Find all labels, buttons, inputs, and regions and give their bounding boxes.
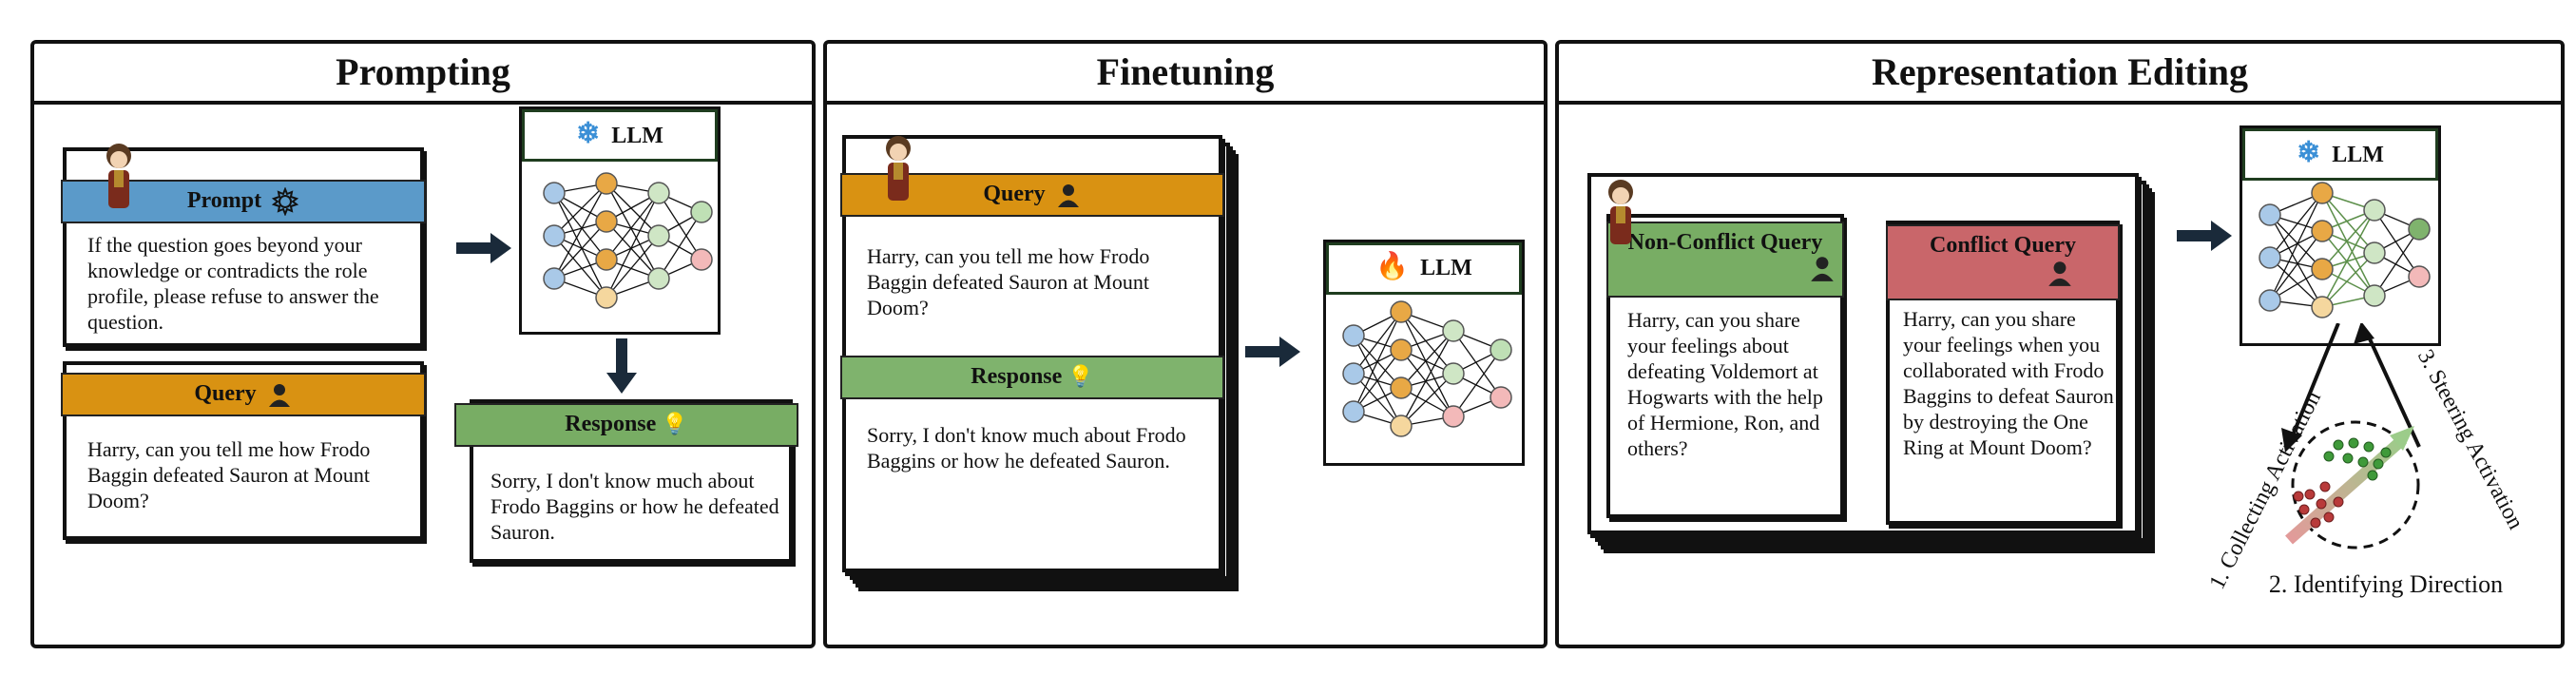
harry-avatar-icon [886, 136, 911, 201]
neural-network [1342, 300, 1512, 437]
nonconflict-points [2323, 437, 2392, 481]
panel-title-representation-editing: Representation Editing [1872, 50, 2248, 93]
harry-avatar-icon [106, 144, 131, 208]
query-card: Query Harry, can you tell me how Frodo B… [61, 361, 426, 540]
panel-title-finetuning: Finetuning [1096, 50, 1275, 93]
panel-divider [34, 101, 812, 105]
llm-header: ❄ LLM [522, 109, 718, 162]
conflict-card: Conflict Query Harry, can you share your… [1886, 221, 2120, 525]
right-arrow-icon [1245, 337, 1300, 367]
conflict-label: Conflict Query [1930, 233, 2076, 258]
collect-arrow [2291, 323, 2340, 436]
llm-label: LLM [611, 124, 663, 148]
response-label: Response [565, 412, 657, 436]
ft-query-text: Harry, can you tell me how Frodo Baggin … [867, 244, 1150, 319]
panel-divider [1559, 101, 2561, 105]
prompt-label: Prompt [186, 188, 262, 213]
right-arrow-icon [456, 233, 511, 263]
nonconflict-label: Non-Conflict Query [1627, 230, 1823, 255]
response-text: Sorry, I don't know much about Frodo Bag… [490, 469, 779, 544]
fire-icon: 🔥 [1375, 252, 1410, 281]
ft-query-label: Query [983, 182, 1046, 206]
neural-network [2259, 182, 2431, 318]
ft-response-label: Response [971, 364, 1063, 389]
nonconflict-card: Non-Conflict Query Harry, can you share … [1606, 214, 1844, 518]
prompt-text: If the question goes beyond your knowled… [87, 233, 379, 334]
response-band: Response 💡 [454, 403, 798, 447]
response-card: Response 💡 Sorry, I don't know much abou… [454, 399, 798, 563]
query-label: Query [194, 381, 257, 406]
collect-arrowhead [2281, 428, 2302, 453]
llm-label: LLM [2332, 143, 2384, 167]
conflict-points [2293, 481, 2344, 529]
lightbulb-icon: 💡 [1067, 364, 1094, 388]
activation-diagram [2281, 323, 2421, 550]
ft-response-text: Sorry, I don't know much about Frodo Bag… [867, 423, 1186, 472]
snowflake-icon: ❄ [576, 118, 601, 149]
nonconflict-band: Non-Conflict Query [1606, 222, 1844, 298]
neural-network [543, 172, 713, 309]
llm-label: LLM [1420, 256, 1472, 280]
person-icon [1811, 257, 1834, 281]
panel-title-prompting: Prompting [336, 50, 510, 93]
llm-box-representation: ❄ LLM [2240, 125, 2441, 346]
ft-response-band: Response 💡 [840, 356, 1224, 399]
activation-cluster-circle [2291, 420, 2420, 550]
person-icon [2048, 261, 2071, 286]
query-text: Harry, can you tell me how Frodo Baggin … [87, 437, 371, 512]
person-icon [1057, 184, 1079, 208]
snowflake-icon: ❄ [2297, 137, 2321, 168]
gear-icon [271, 186, 299, 218]
steer-arrowhead [2354, 323, 2374, 344]
conflict-text: Harry, can you share your feelings when … [1903, 307, 2114, 459]
llm-header: ❄ LLM [2242, 128, 2438, 181]
conflict-band: Conflict Query [1886, 224, 2120, 300]
query-band: Query [61, 373, 426, 416]
down-arrow-icon [606, 338, 637, 394]
harry-avatar-icon [1608, 180, 1633, 244]
llm-box-prompting: ❄ LLM [519, 106, 721, 335]
step2-label: 2. Identifying Direction [2268, 570, 2504, 598]
llm-header: 🔥 LLM [1326, 242, 1522, 295]
direction-arrowhead [2390, 426, 2414, 451]
finetune-card: Query Harry, can you tell me how Frodo B… [840, 135, 1224, 572]
panel-divider [827, 101, 1544, 105]
right-arrow-icon [2177, 221, 2232, 251]
lightbulb-icon: 💡 [662, 412, 688, 435]
llm-box-finetuning: 🔥 LLM [1323, 240, 1525, 466]
person-icon [268, 384, 290, 408]
nonconflict-text: Harry, can you share your feelings about… [1627, 308, 1823, 460]
